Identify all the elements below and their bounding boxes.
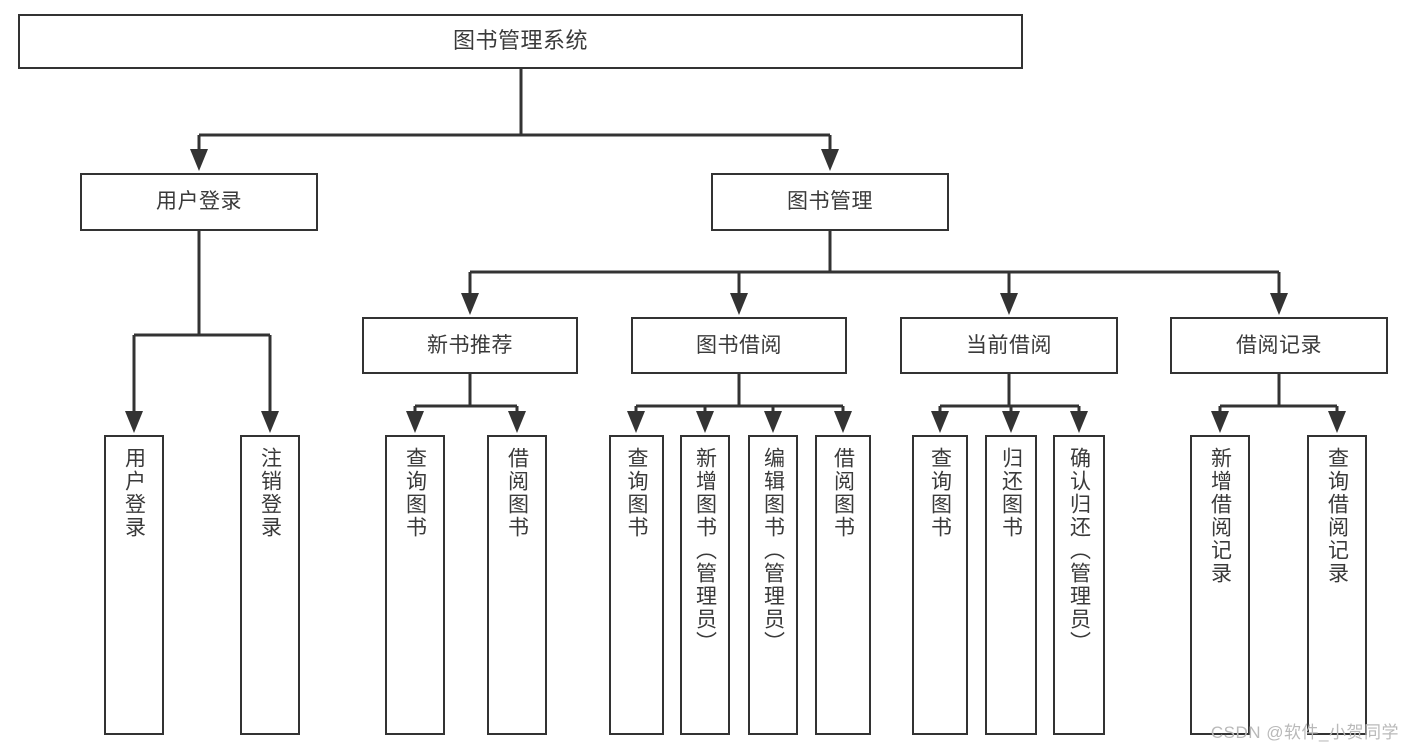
- watermark-text: CSDN @软件_小贺同学: [1210, 723, 1399, 742]
- arrowhead-book-management-bus-2: [1000, 293, 1018, 315]
- node-leaf-query-book-rec[interactable]: 查询图书: [385, 435, 445, 735]
- node-label-leaf-query-book-rec: 查询图书: [403, 447, 427, 539]
- node-label-leaf-add-book: 新增图书（管理员）: [693, 447, 717, 654]
- node-label-leaf-query-book-borrow: 查询图书: [625, 447, 648, 539]
- node-label-leaf-confirm-return: 确认归还（管理员）: [1067, 447, 1091, 654]
- node-label-book-management: 图书管理: [787, 190, 873, 214]
- node-root[interactable]: 图书管理系统: [18, 14, 1023, 69]
- arrowhead-new-book-bus-0: [406, 411, 424, 433]
- arrowhead-book-management-bus-1: [730, 293, 748, 315]
- arrowhead-root-bus-1: [821, 149, 839, 171]
- node-label-borrow-record: 借阅记录: [1236, 333, 1322, 357]
- node-label-leaf-query-book-current: 查询图书: [928, 447, 952, 539]
- node-label-new-book-recommend: 新书推荐: [427, 333, 513, 357]
- node-leaf-edit-book[interactable]: 编辑图书（管理员）: [748, 435, 798, 735]
- arrowhead-book-management-bus-0: [461, 293, 479, 315]
- node-leaf-borrow-book-rec[interactable]: 借阅图书: [487, 435, 547, 735]
- node-leaf-borrow-book[interactable]: 借阅图书: [815, 435, 871, 735]
- node-label-root: 图书管理系统: [452, 28, 588, 54]
- arrowhead-book-borrow-bus-1: [696, 411, 714, 433]
- arrowhead-current-borrow-bus-1: [1002, 411, 1020, 433]
- node-borrow-record[interactable]: 借阅记录: [1170, 317, 1388, 374]
- arrowhead-book-borrow-bus-0: [627, 411, 645, 433]
- arrowhead-book-borrow-bus-2: [764, 411, 782, 433]
- node-label-leaf-borrow-book: 借阅图书: [831, 447, 855, 539]
- node-leaf-add-record[interactable]: 新增借阅记录: [1190, 435, 1250, 735]
- node-label-leaf-borrow-book-rec: 借阅图书: [505, 447, 529, 539]
- node-label-leaf-user-login: 用户登录: [122, 447, 146, 539]
- node-label-leaf-add-record: 新增借阅记录: [1208, 447, 1232, 585]
- node-label-user-login: 用户登录: [156, 190, 242, 214]
- node-leaf-query-record[interactable]: 查询借阅记录: [1307, 435, 1367, 735]
- arrowhead-borrow-record-bus-1: [1328, 411, 1346, 433]
- node-current-borrow[interactable]: 当前借阅: [900, 317, 1118, 374]
- node-leaf-user-login[interactable]: 用户登录: [104, 435, 164, 735]
- arrowhead-book-management-bus-3: [1270, 293, 1288, 315]
- node-leaf-add-book[interactable]: 新增图书（管理员）: [680, 435, 730, 735]
- node-label-current-borrow: 当前借阅: [966, 333, 1052, 357]
- node-user-login[interactable]: 用户登录: [80, 173, 318, 231]
- node-leaf-query-book-current[interactable]: 查询图书: [912, 435, 968, 735]
- node-label-leaf-return-book: 归还图书: [999, 447, 1023, 539]
- arrowhead-current-borrow-bus-0: [931, 411, 949, 433]
- node-leaf-return-book[interactable]: 归还图书: [985, 435, 1037, 735]
- arrowhead-user-login-bus-1: [261, 411, 279, 433]
- node-book-management[interactable]: 图书管理: [711, 173, 949, 231]
- node-label-leaf-edit-book: 编辑图书（管理员）: [761, 447, 785, 654]
- arrowhead-current-borrow-bus-2: [1070, 411, 1088, 433]
- arrowhead-root-bus-0: [190, 149, 208, 171]
- arrowhead-borrow-record-bus-0: [1211, 411, 1229, 433]
- node-leaf-logout[interactable]: 注销登录: [240, 435, 300, 735]
- node-leaf-query-book-borrow[interactable]: 查询图书: [609, 435, 664, 735]
- arrowhead-book-borrow-bus-3: [834, 411, 852, 433]
- node-new-book-recommend[interactable]: 新书推荐: [362, 317, 578, 374]
- node-book-borrow[interactable]: 图书借阅: [631, 317, 847, 374]
- node-label-leaf-logout: 注销登录: [258, 447, 282, 539]
- arrowhead-user-login-bus-0: [125, 411, 143, 433]
- arrowhead-new-book-bus-1: [508, 411, 526, 433]
- node-leaf-confirm-return[interactable]: 确认归还（管理员）: [1053, 435, 1105, 735]
- node-label-leaf-query-record: 查询借阅记录: [1325, 447, 1349, 585]
- node-label-book-borrow: 图书借阅: [696, 333, 782, 357]
